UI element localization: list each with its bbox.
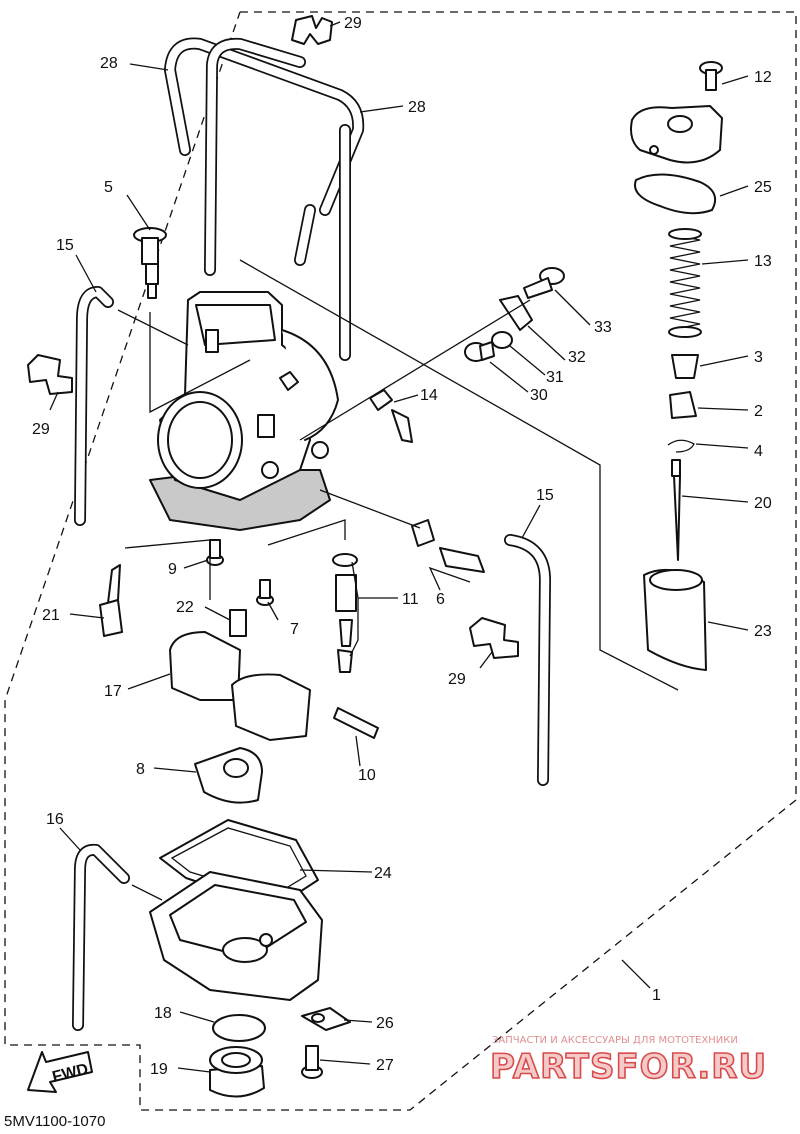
drain-hose-16 — [72, 843, 130, 1031]
callout-16: 16 — [46, 811, 64, 828]
float-17 — [169, 631, 311, 741]
forward-arrow-icon — [27, 1051, 93, 1093]
callout-20: 20 — [754, 495, 772, 512]
callout-6: 6 — [436, 591, 445, 608]
leader-lines — [49, 21, 749, 1073]
clip-4 — [667, 439, 695, 453]
callout-24: 24 — [374, 865, 392, 882]
callout-13: 13 — [754, 253, 772, 270]
callout-29-top: 29 — [344, 15, 362, 32]
callout-15-right: 15 — [536, 487, 554, 504]
callout-2: 2 — [754, 403, 763, 420]
callout-21: 21 — [42, 607, 60, 624]
guide-line — [267, 519, 346, 546]
pilot-screw-14 — [369, 389, 413, 443]
clip-29-right — [469, 617, 519, 659]
callout-27: 27 — [376, 1057, 394, 1074]
screw-12 — [699, 61, 723, 91]
callout-5: 5 — [104, 179, 113, 196]
jets-6 — [411, 519, 485, 573]
callout-29-left: 29 — [32, 421, 50, 438]
pin-10 — [333, 707, 379, 739]
callout-33: 33 — [594, 319, 612, 336]
callout-22: 22 — [176, 599, 194, 616]
callout-3: 3 — [754, 349, 763, 366]
callout-15-left: 15 — [56, 237, 74, 254]
needle-valve-11 — [332, 553, 358, 673]
watermark-brand: PARTSFOR.RU — [490, 1047, 767, 1087]
assembly-boundary — [4, 11, 797, 1111]
starter-plunger-5 — [133, 227, 167, 299]
callout-7: 7 — [290, 621, 299, 638]
o-ring-18 — [212, 1014, 266, 1042]
needle-20 — [671, 459, 681, 561]
callout-29-right: 29 — [448, 671, 466, 688]
plate-32 — [499, 295, 533, 331]
callout-11: 11 — [402, 591, 419, 608]
watermark: ЗАПЧАСТИ И АКСЕССУАРЫ ДЛЯ МОТОТЕХНИКИ PA… — [489, 1035, 767, 1088]
cap-cover — [630, 105, 723, 164]
vent-hose-28 — [164, 37, 365, 361]
callout-9: 9 — [168, 561, 177, 578]
callout-26: 26 — [376, 1015, 394, 1032]
jet-22 — [229, 609, 247, 637]
callout-32: 32 — [568, 349, 586, 366]
watermark-tagline: ЗАПЧАСТИ И АКСЕССУАРЫ ДЛЯ МОТОТЕХНИКИ — [492, 1035, 738, 1046]
vent-hose-15-right — [504, 534, 551, 786]
callout-10: 10 — [358, 767, 376, 784]
callout-1: 1 — [652, 987, 661, 1004]
holder-2 — [669, 391, 697, 419]
callout-18: 18 — [154, 1005, 172, 1022]
vent-hose-15-left — [74, 286, 114, 526]
throttle-valve-23 — [643, 568, 707, 671]
callout-17: 17 — [104, 683, 122, 700]
callout-19: 19 — [150, 1061, 168, 1078]
screw-33 — [523, 267, 565, 299]
clip-29-left — [27, 354, 73, 395]
guide-line — [239, 259, 679, 691]
callout-14: 14 — [420, 387, 438, 404]
holder-3 — [671, 354, 699, 379]
nut-30 — [464, 341, 495, 362]
callout-28-right: 28 — [408, 99, 426, 116]
callout-12: 12 — [754, 69, 772, 86]
carburetor-body — [149, 291, 339, 531]
guide-line — [131, 884, 163, 901]
o-ring-31 — [491, 331, 513, 349]
screw-27 — [301, 1045, 323, 1079]
callout-4: 4 — [754, 443, 763, 460]
valve-seat-8 — [194, 747, 263, 804]
guide-line — [149, 312, 251, 414]
callout-31: 31 — [546, 369, 564, 386]
guide-line — [117, 309, 189, 346]
plug-21 — [99, 564, 123, 637]
callout-30: 30 — [530, 387, 548, 404]
float-bowl — [149, 871, 323, 1001]
plug-19 — [209, 1046, 265, 1098]
guide-line — [319, 489, 421, 529]
gasket-25 — [634, 173, 716, 215]
callout-labels: 1 2 3 4 5 6 7 8 9 10 11 12 13 14 15 15 1… — [32, 15, 772, 1078]
callout-23: 23 — [754, 623, 772, 640]
callout-28-left: 28 — [100, 55, 118, 72]
spring-13 — [668, 228, 702, 338]
diagram-code: 5MV1100-1070 — [4, 1113, 105, 1129]
callout-8: 8 — [136, 761, 145, 778]
guide-line — [299, 299, 531, 441]
guide-line — [124, 539, 211, 600]
callout-25: 25 — [754, 179, 772, 196]
clip-29-top — [291, 15, 333, 45]
bracket-26 — [301, 1007, 351, 1031]
screw-7 — [256, 579, 274, 606]
